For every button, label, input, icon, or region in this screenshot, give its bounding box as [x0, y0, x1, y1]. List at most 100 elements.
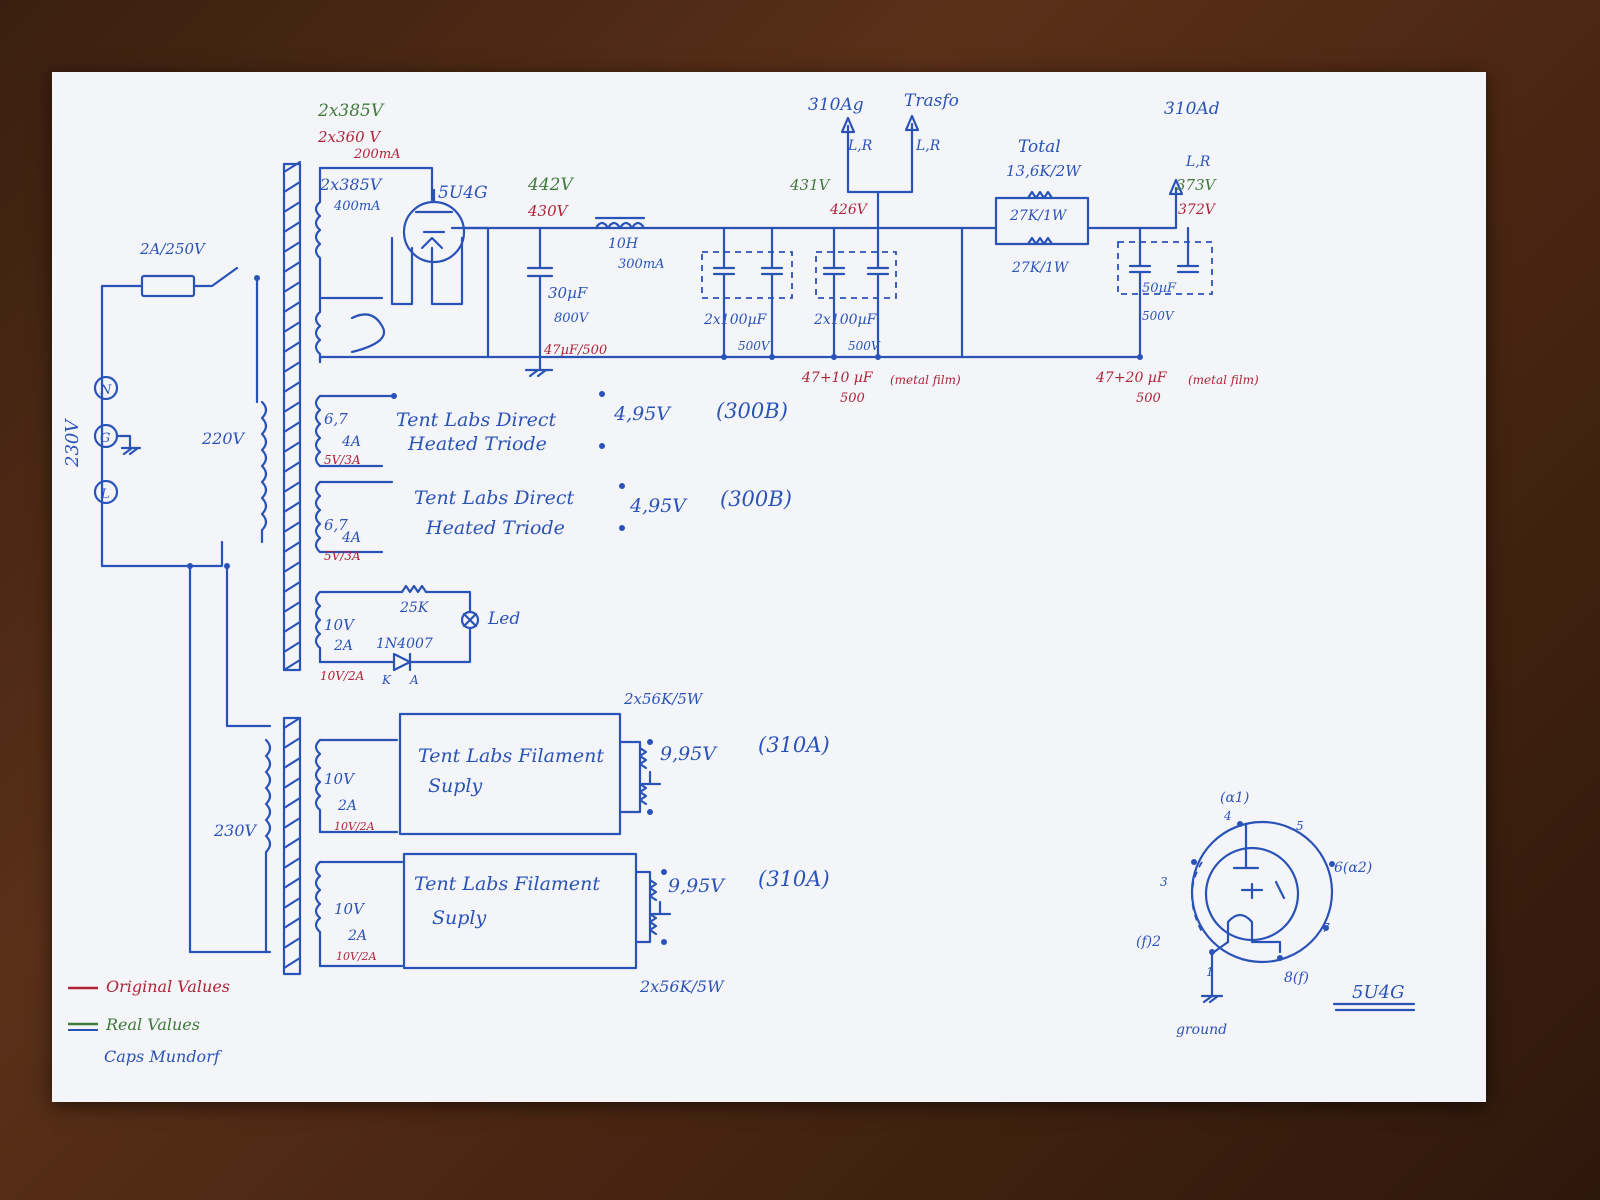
cap1-label: 30µF: [548, 284, 588, 302]
hv-supply: [314, 114, 1213, 378]
led-resistor: 25K: [399, 600, 430, 616]
pin-2: (f)2: [1136, 934, 1161, 950]
diode-a: A: [409, 673, 419, 687]
f1-volt: 10V: [324, 770, 356, 788]
v442-real: 442V: [527, 175, 574, 195]
primary-coil-220: [260, 400, 268, 544]
fuse-label: 2A/250V: [139, 240, 207, 258]
f1-resistors: 2x56K/5W: [623, 690, 704, 708]
pinout-5u4g: [1190, 820, 1416, 1012]
pinout-title: 5U4G: [1352, 982, 1404, 1003]
cap3-orig-note: (metal film): [890, 373, 961, 387]
v430-orig: 430V: [527, 202, 570, 220]
primary-coil-230: [264, 738, 272, 954]
h1-output: 4,95V: [613, 403, 672, 425]
transformer-core-1: [282, 162, 302, 672]
diode-k: K: [381, 673, 392, 687]
pin-6: 6(α2): [1334, 860, 1372, 876]
f1-line2: Suply: [428, 775, 482, 797]
cap4-orig-note: (metal film): [1188, 373, 1259, 387]
r27-top: 27K/1W: [1009, 208, 1068, 224]
h2-line2: Heated Triode: [425, 517, 565, 539]
cap2-label: 2x100µF: [703, 312, 768, 328]
rectifier-label: 5U4G: [438, 183, 488, 203]
choke-10h: [594, 221, 646, 230]
cap3-volt: 500V: [848, 339, 881, 353]
v360-orig: 2x360 V: [317, 128, 382, 146]
f2-orig: 10V/2A: [336, 950, 377, 963]
h2-orig: 5V/3A: [324, 549, 361, 563]
v431-real: 431V: [789, 176, 832, 194]
legend-real: Real Values: [105, 1015, 200, 1034]
paper-sheet: 2x385V 2x360 V 200mA 2x385V 400mA 5U4G 4…: [52, 72, 1486, 1102]
ma200-orig: 200mA: [353, 147, 401, 162]
r27-bottom: 27K/1W: [1011, 260, 1070, 276]
lr-label-1: L,R: [847, 138, 873, 154]
resistor-27k-pair: [994, 196, 1090, 246]
f2-line1: Tent Labs Filament: [414, 873, 600, 895]
terminal-n-label: N: [99, 383, 112, 398]
cap4-orig-volt: 500: [1136, 391, 1161, 406]
v385-real: 2x385V: [317, 101, 385, 121]
pin-3: 3: [1160, 875, 1168, 889]
lr-label-3: L,R: [1185, 154, 1211, 170]
f2-amp: 2A: [347, 928, 367, 944]
h2-output: 4,95V: [629, 495, 688, 517]
f1-line1: Tent Labs Filament: [418, 745, 604, 767]
h2-tube: (300B): [720, 487, 792, 511]
h1-tube: (300B): [716, 399, 788, 423]
h2-amp: 4A: [341, 530, 361, 546]
cap4-volt: 500V: [1142, 309, 1175, 323]
f2-tube: (310A): [758, 867, 830, 891]
ma400: 400mA: [333, 199, 381, 214]
pin-8: 8(f): [1284, 970, 1309, 986]
choke-current: 300mA: [618, 257, 665, 272]
cap4-orig: 47+20 µF: [1095, 370, 1168, 386]
mains-230v: 230V: [62, 418, 83, 468]
cap2-volt: 500V: [738, 339, 771, 353]
h1-volt: 6,7: [324, 410, 348, 428]
ground-label: ground: [1176, 1022, 1227, 1038]
terminal-l: [93, 479, 119, 505]
lr-label-2: L,R: [915, 138, 941, 154]
heater-windings: [314, 391, 625, 672]
f2-resistors: 2x56K/5W: [639, 977, 725, 996]
mains-section: [93, 160, 302, 976]
pin-a1: (α1): [1220, 790, 1249, 806]
total-resistance: 13,6K/2W: [1006, 162, 1082, 180]
pin-1: 1: [1206, 965, 1214, 979]
led-amp: 2A: [333, 638, 353, 654]
f2-output: 9,95V: [668, 875, 726, 897]
v426-orig: 426V: [829, 202, 869, 218]
f2-volt: 10V: [334, 900, 366, 918]
total-label: Total: [1018, 137, 1061, 157]
pin-7: 7: [1322, 921, 1330, 935]
terminal-l-label: L: [100, 487, 110, 502]
f1-amp: 2A: [337, 798, 357, 814]
v385-blue: 2x385V: [319, 175, 383, 194]
cap3-label: 2x100µF: [813, 312, 878, 328]
filament-supply-box-2: [402, 852, 638, 970]
led-label: Led: [487, 609, 520, 629]
choke-label: 10H: [608, 236, 639, 252]
led-diode: 1N4007: [376, 636, 433, 652]
h2-line1: Tent Labs Direct: [414, 487, 575, 509]
v373-real: 373V: [1176, 176, 1218, 194]
h1-amp: 4A: [341, 434, 361, 450]
labels: 2x385V 2x360 V 200mA 2x385V 400mA 5U4G 4…: [62, 91, 1404, 1066]
schematic: 2x385V 2x360 V 200mA 2x385V 400mA 5U4G 4…: [62, 91, 1416, 1066]
primary-220v: 220V: [201, 429, 246, 448]
h1-line2: Heated Triode: [407, 433, 547, 455]
h2-volt: 6,7: [324, 516, 348, 534]
diode: [392, 652, 412, 672]
legend-original: Original Values: [106, 977, 230, 996]
pin-5: 5: [1296, 819, 1304, 833]
out-trasfo: Trasfo: [904, 91, 959, 111]
filament-supplies: [314, 712, 672, 970]
cap3-orig: 47+10 µF: [801, 370, 874, 386]
out-310ag: 310Ag: [808, 95, 864, 115]
legend-caps: Caps Mundorf: [104, 1047, 223, 1066]
f1-tube: (310A): [758, 733, 830, 757]
f1-orig: 10V/2A: [334, 820, 375, 833]
led-orig: 10V/2A: [320, 669, 365, 683]
